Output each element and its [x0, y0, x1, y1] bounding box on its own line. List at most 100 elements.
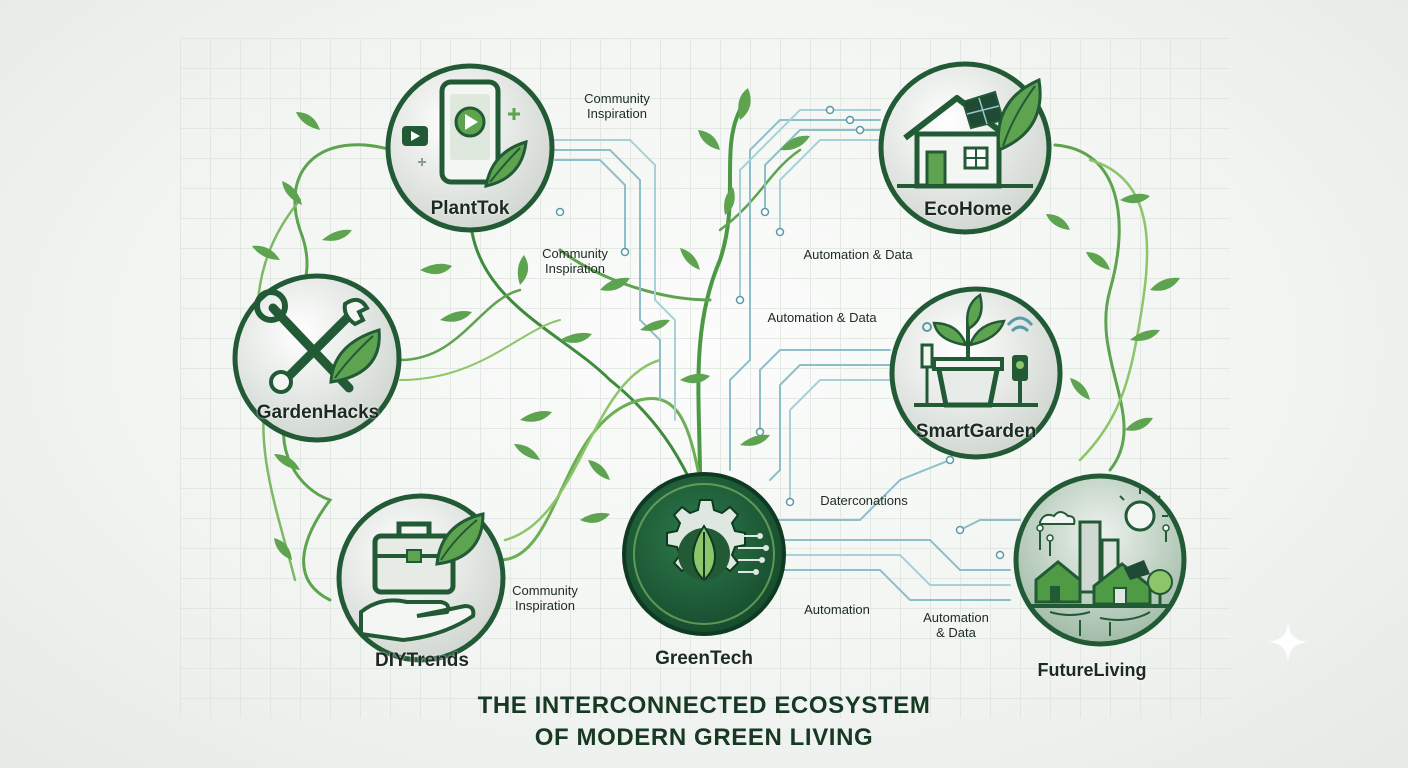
flow-label-planttok-mid: Community Inspiration	[542, 246, 608, 276]
circuit-planttok-2	[554, 159, 626, 251]
vine-gardenhacks-diytrends	[282, 398, 333, 602]
node-label-smartgarden: SmartGarden	[915, 421, 1037, 442]
leaf	[1120, 193, 1150, 204]
leaf	[588, 460, 610, 480]
leaf	[296, 112, 320, 130]
leaf	[420, 263, 452, 275]
vine-diytrends-greentech-2	[503, 358, 662, 542]
leaf	[560, 332, 592, 343]
circuit-ecohome-4	[739, 109, 881, 301]
circuit-futureliving-top	[959, 519, 1021, 531]
node-diytrends[interactable]	[333, 490, 509, 666]
leaf	[514, 444, 540, 460]
node-futureliving[interactable]	[1010, 470, 1190, 650]
wrench-leaf-icon	[232, 273, 402, 443]
leaf	[640, 319, 670, 331]
vine-planttok-greentech	[468, 208, 692, 482]
circuit-node	[785, 497, 795, 507]
flow-label-futureliving: Automation & Data	[923, 610, 989, 640]
circuit-node	[825, 105, 835, 115]
vine-tree-branch-left	[558, 248, 712, 302]
vine-leaves	[252, 88, 1180, 560]
leaf	[780, 135, 810, 151]
title-line-2: OF MODERN GREEN LIVING	[534, 724, 874, 751]
circuit-greentech-smartgarden	[769, 459, 951, 521]
circuit-node	[845, 115, 855, 125]
leaf	[600, 277, 630, 291]
leaf	[738, 88, 751, 120]
flow-label-greentech-smartgarden: Daterconations	[820, 493, 908, 508]
circuit-node	[755, 427, 765, 437]
leaf	[724, 187, 735, 215]
circuit-node	[945, 455, 955, 465]
node-ecohome[interactable]	[875, 58, 1055, 238]
node-greentech[interactable]	[620, 470, 788, 638]
node-label-futureliving: FutureLiving	[1037, 660, 1147, 680]
leaf	[274, 538, 292, 560]
leaf	[1130, 329, 1160, 341]
potted-plant-sensor-icon	[889, 286, 1063, 460]
circuit-smartgarden-1	[759, 349, 891, 431]
circuit-node	[855, 125, 865, 135]
circuit-smartgarden-3	[789, 379, 891, 501]
leaf	[517, 255, 529, 285]
circuit-ecohome-1	[729, 119, 881, 471]
circuit-node	[555, 207, 565, 217]
circuit-ecohome-3	[779, 139, 881, 231]
vine-tree-branch-right	[718, 148, 802, 232]
flow-label-ecohome: Automation & Data	[803, 247, 913, 262]
circuit-greentech-futureliving-2	[769, 554, 1011, 586]
leaf	[680, 248, 700, 270]
flow-label-planttok-top: Community Inspiration	[584, 91, 650, 121]
node-label-greentech: GreenTech	[655, 648, 753, 669]
flow-label-greentech-automation: Automation	[804, 602, 870, 617]
leaf	[520, 411, 552, 422]
leaf	[1150, 277, 1180, 291]
circuit-node	[775, 227, 785, 237]
leaf	[740, 434, 770, 446]
circuit-node	[735, 295, 745, 305]
leaf	[282, 181, 302, 205]
node-gardenhacks[interactable]	[229, 270, 405, 446]
node-label-gardenhacks: GardenHacks	[256, 402, 380, 423]
flow-label-diytrends: Community Inspiration	[512, 583, 578, 613]
vine-gardenhacks-right	[398, 288, 522, 362]
vine-diytrends-greentech	[498, 397, 702, 562]
title-line-1: THE INTERCONNECTED ECOSYSTEM	[477, 692, 931, 719]
leaf	[580, 512, 610, 523]
leaf	[322, 229, 352, 241]
circuit-node	[995, 550, 1005, 560]
circuit-greentech-futureliving-1	[769, 539, 1011, 571]
circuit-planttok-3	[554, 139, 676, 421]
node-label-ecohome: EcoHome	[924, 199, 1012, 220]
node-label-planttok: PlantTok	[430, 198, 510, 219]
leaf	[1070, 378, 1090, 400]
diagram-title: THE INTERCONNECTED ECOSYSTEM OF MODERN G…	[478, 690, 931, 754]
leaf	[1046, 214, 1070, 230]
leaf	[1125, 417, 1153, 431]
gear-leaf-circuit-icon	[622, 472, 786, 636]
leaf	[252, 245, 280, 260]
leaf	[1086, 252, 1110, 270]
circuit-smartgarden-2	[769, 364, 891, 481]
flow-label-smartgarden: Automation & Data	[767, 310, 877, 325]
circuit-ecohome-2	[764, 129, 881, 211]
sparkle-icon	[1268, 622, 1308, 662]
circuit-node	[760, 207, 770, 217]
leaf	[274, 454, 300, 470]
phone-video-leaf-icon	[385, 63, 555, 233]
circuit-node	[620, 247, 630, 257]
node-smartgarden[interactable]	[886, 283, 1066, 463]
leaf	[698, 130, 720, 150]
vine-tree-trunk	[696, 108, 742, 482]
circuit-planttok-1	[554, 149, 661, 401]
toolbox-hand-icon	[336, 493, 506, 663]
node-planttok[interactable]	[382, 60, 558, 236]
circuit-node	[955, 525, 965, 535]
circuit-greentech-futureliving-3	[769, 569, 1011, 601]
smart-city-icon	[1013, 473, 1187, 647]
node-label-diytrends: DIYTrends	[375, 650, 469, 671]
vine-gardenhacks-right-2	[399, 319, 561, 381]
leaf	[440, 311, 472, 322]
